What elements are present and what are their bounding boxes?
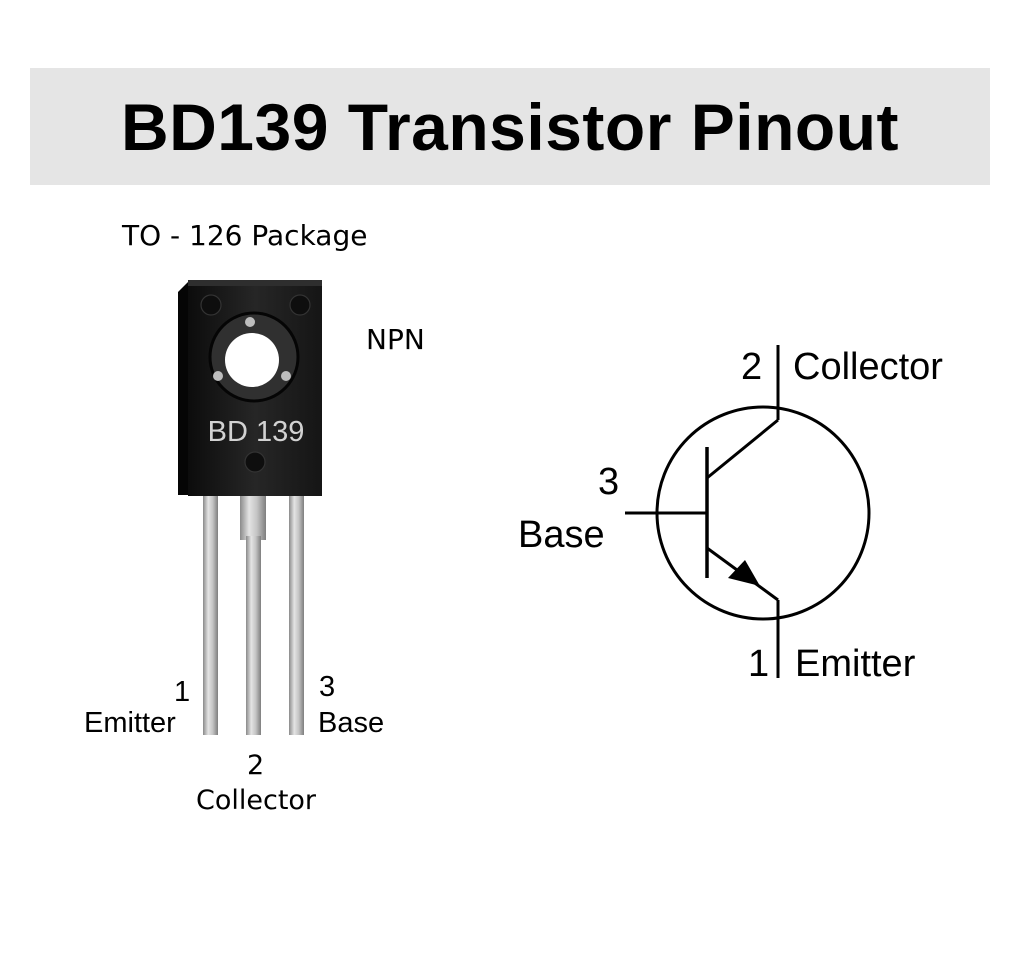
transistor-body: BD 139 <box>178 280 322 496</box>
npn-label: NPN <box>366 323 425 356</box>
package-label: TO - 126 Package <box>122 219 368 252</box>
symbol-emitter-name: Emitter <box>795 643 916 685</box>
emitter-arrow <box>728 560 760 586</box>
symbol-base-name: Base <box>518 514 605 556</box>
hole-rim-notch-right <box>281 371 291 381</box>
lead-base <box>289 492 304 735</box>
page-title: BD139 Transistor Pinout <box>120 89 899 164</box>
lead-collector-shoulder <box>240 492 266 540</box>
symbol-base-number: 3 <box>598 461 619 503</box>
package-collector-name: Collector <box>196 785 317 816</box>
symbol-collector-number: 2 <box>741 346 762 388</box>
symbol-emitter-number: 1 <box>748 643 769 685</box>
body-side-face <box>178 280 190 495</box>
transistor-leads <box>203 492 304 735</box>
hole-rim-notch-top <box>245 317 255 327</box>
mounting-hole <box>225 333 279 387</box>
package-emitter-name: Emitter <box>84 707 176 739</box>
package-base-name: Base <box>318 707 384 739</box>
lead-collector <box>246 536 261 735</box>
package-marking: BD 139 <box>208 416 305 448</box>
mold-dot-top-right <box>289 294 311 316</box>
collector-diagonal <box>706 418 779 480</box>
mold-dot-bottom <box>244 451 266 473</box>
package-base-number: 3 <box>319 671 335 703</box>
hole-rim-notch-left <box>213 371 223 381</box>
lead-emitter <box>203 492 218 735</box>
title-banner: BD139 Transistor Pinout <box>30 68 990 185</box>
mold-dot-top-left <box>200 294 222 316</box>
symbol-collector-name: Collector <box>793 346 943 388</box>
body-top-edge <box>188 280 322 286</box>
package-collector-number: 2 <box>247 750 264 781</box>
package-emitter-number: 1 <box>174 676 190 708</box>
npn-transistor-symbol <box>625 345 871 678</box>
